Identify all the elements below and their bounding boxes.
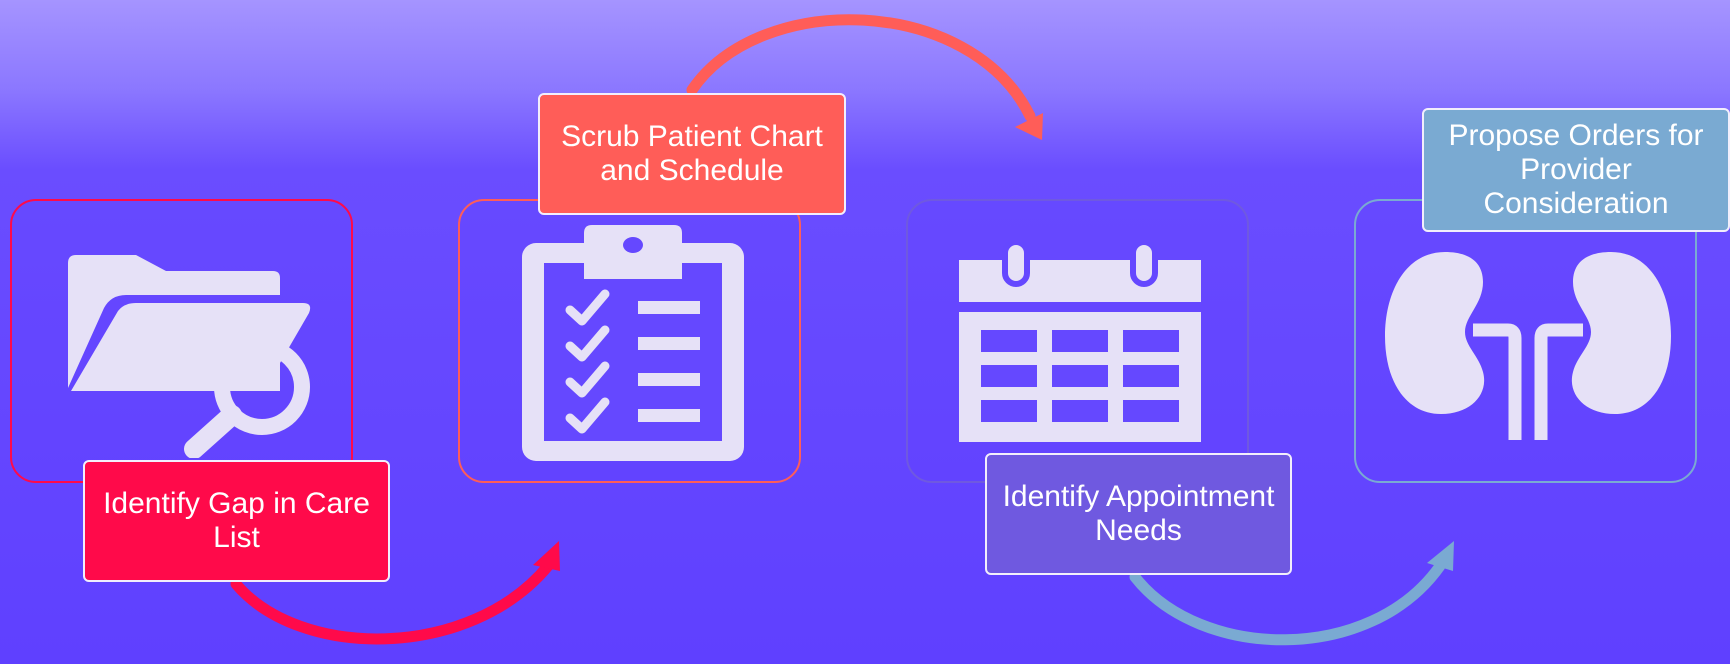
- folder-search-icon: [68, 255, 311, 458]
- arrow-3-to-4: [1129, 560, 1446, 646]
- step-label-3: Identify Appointment Needs: [985, 453, 1292, 575]
- step-label-2: Scrub Patient Chart and Schedule: [538, 93, 846, 215]
- arrow-2-to-3: [686, 14, 1036, 122]
- step-label-1: Identify Gap in Care List: [83, 460, 390, 582]
- arrow-3-to-4-head: [1427, 541, 1454, 571]
- arrow-2-to-3-head: [1015, 113, 1043, 140]
- arrow-1-to-2-head: [533, 541, 560, 571]
- kidneys-icon: [1385, 252, 1671, 440]
- clipboard-checklist-icon: [522, 225, 744, 461]
- step-label-4: Propose Orders for Provider Consideratio…: [1422, 108, 1730, 232]
- arrow-1-to-2: [230, 560, 554, 645]
- calendar-icon: [959, 242, 1201, 442]
